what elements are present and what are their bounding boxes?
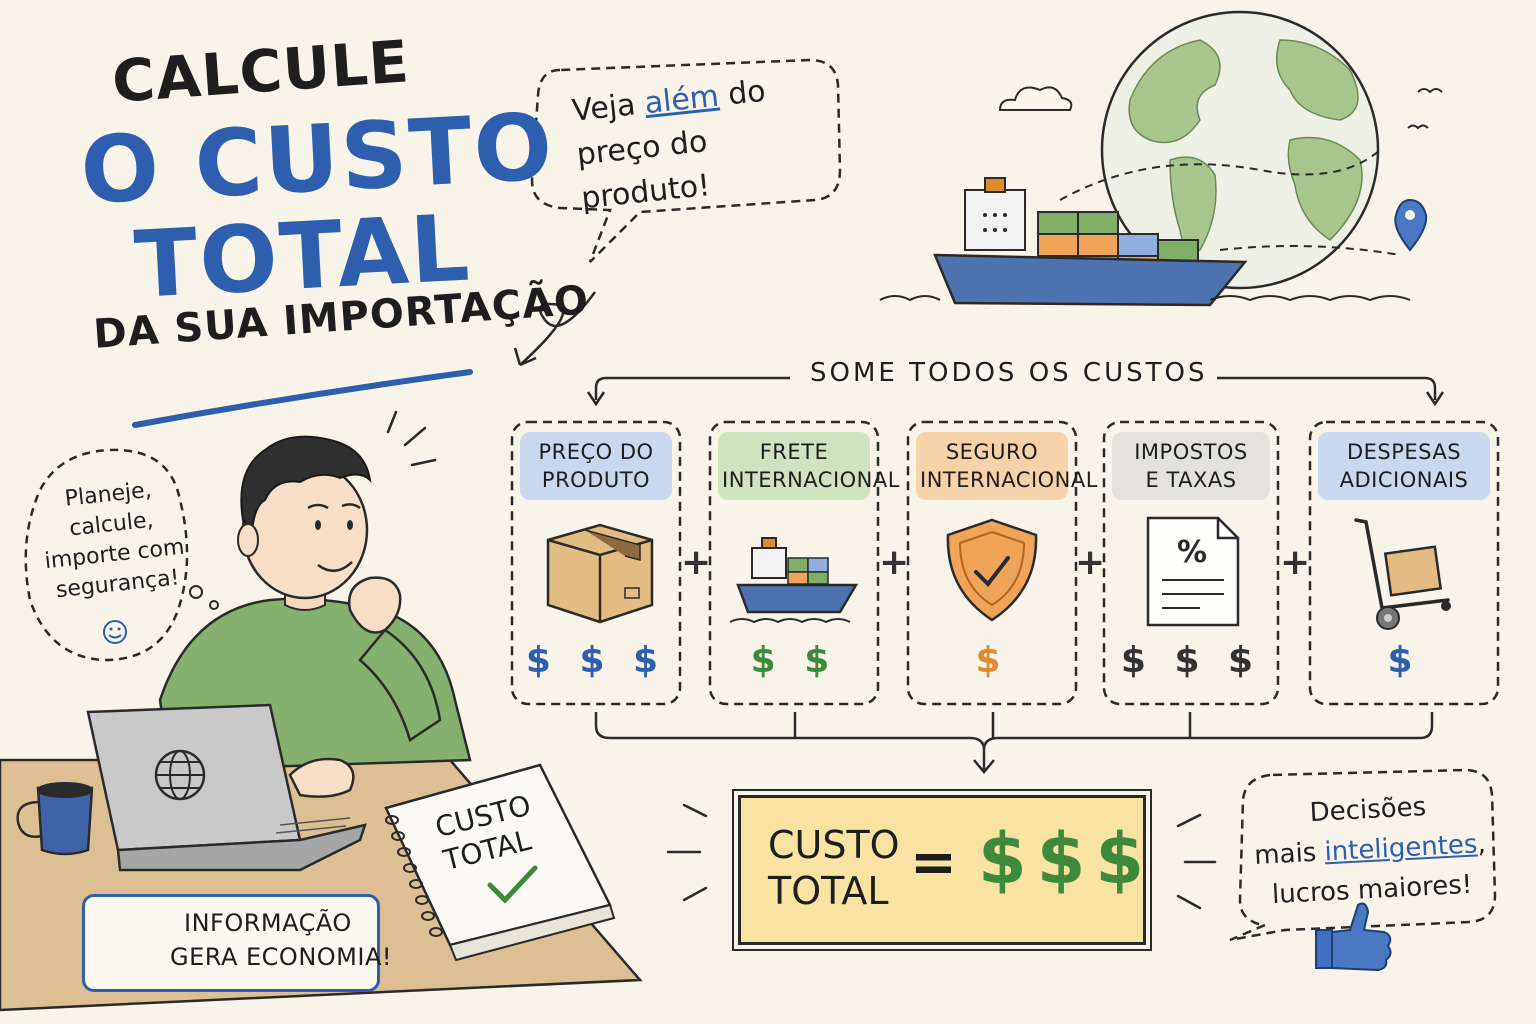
- mug-icon: [16, 782, 94, 856]
- result-label: CUSTO TOTAL: [768, 822, 900, 914]
- person-illustration: [158, 435, 472, 798]
- globe-logo-icon: [154, 749, 206, 801]
- info-line1: INFORMAÇÃO: [184, 909, 352, 937]
- globe-icon: [1059, 10, 1401, 290]
- smiley-icon: [103, 620, 127, 644]
- checkmark-icon: [487, 865, 538, 904]
- cost-card-money: $: [1387, 640, 1421, 681]
- svg-text:%: %: [1177, 535, 1207, 570]
- thought-bubble-left: [24, 448, 219, 662]
- cost-card-frame: [510, 420, 682, 706]
- result-money: $$$: [978, 818, 1155, 900]
- cargo-ship-illustration: [879, 177, 1411, 307]
- tax-document-icon: %: [1146, 516, 1240, 627]
- cost-card-money: $ $ $: [525, 640, 667, 681]
- plus-sign: +: [879, 542, 910, 583]
- cost-card-title-line1: SEGURO: [945, 440, 1039, 464]
- thumbs-up-icon: [1315, 902, 1392, 972]
- plus-sign: +: [681, 542, 712, 583]
- shield-check-icon: [946, 518, 1038, 622]
- info-line2: GERA ECONOMIA!: [170, 943, 392, 971]
- speech-right-line2-part1: mais: [1253, 837, 1326, 872]
- cost-card-title: IMPOSTOS E TAXAS: [1112, 432, 1270, 500]
- cost-card-frame: [1102, 420, 1280, 706]
- cost-card-money: $: [975, 640, 1009, 681]
- result-equals: =: [910, 830, 957, 895]
- speech-top-text: Veja além do preço do produto!: [570, 64, 832, 221]
- cost-card-title-line1: PREÇO DO: [538, 440, 654, 464]
- cost-card-money: $ $ $: [1120, 640, 1262, 681]
- bird-icon: [1417, 88, 1443, 94]
- cost-card-money: $ $: [750, 640, 838, 681]
- cost-card-title: FRETE INTERNACIONAL: [718, 432, 900, 500]
- speech-right-highlight: inteligentes: [1323, 829, 1479, 868]
- speech-bubble-right: [1229, 768, 1497, 942]
- info-box: [82, 894, 380, 992]
- plus-sign: +: [1280, 542, 1311, 583]
- cost-card-title-line2: PRODUTO: [541, 468, 651, 492]
- cost-card-title-line1: FRETE: [759, 440, 829, 464]
- box-icon: [546, 523, 654, 624]
- speech-top-highlight: além: [642, 78, 721, 122]
- flow-label: SOME TODOS OS CUSTOS: [800, 358, 1218, 388]
- notebook-illustration: [384, 763, 616, 962]
- cost-card-title: DESPESAS ADICIONAIS: [1318, 432, 1490, 500]
- speech-right-text: Decisões mais inteligentes, lucros maior…: [1247, 784, 1493, 916]
- cost-card-frame: [906, 420, 1078, 706]
- result-box: [738, 795, 1146, 945]
- title-underline: [132, 369, 473, 428]
- bird-icon: [1407, 124, 1429, 130]
- cost-card-title-line2: INTERNACIONAL: [920, 468, 1098, 492]
- result-label-line1: CUSTO: [768, 823, 900, 867]
- cost-card-title-line1: IMPOSTOS: [1134, 440, 1248, 464]
- cloud-icon: [998, 86, 1073, 111]
- speech-left-text: Planeje, calcule, importe com segurança!: [22, 471, 204, 608]
- cost-card-title: PREÇO DO PRODUTO: [520, 432, 672, 500]
- cost-card-frame: [708, 420, 880, 706]
- cost-card-title-line2: INTERNACIONAL: [722, 468, 900, 492]
- speech-right-line2-part2: ,: [1476, 828, 1487, 860]
- cost-card-title: SEGURO INTERNACIONAL: [916, 432, 1098, 500]
- result-label-line2: TOTAL: [768, 869, 889, 913]
- speech-top-part2: do: [716, 73, 768, 114]
- speech-top-part1: Veja: [570, 86, 647, 129]
- plus-sign: +: [1075, 542, 1106, 583]
- curly-arrow: [519, 291, 597, 366]
- info-text: INFORMAÇÃO GERA ECONOMIA!: [170, 906, 392, 974]
- result-box-frame: [732, 789, 1152, 951]
- laptop-illustration: [86, 703, 367, 872]
- idea-lines: [386, 410, 437, 467]
- cost-card-title-line1: DESPESAS: [1346, 440, 1462, 464]
- cargo-ship-icon: [729, 537, 859, 624]
- speech-bubble-top: [530, 58, 842, 263]
- cost-card-title-line2: ADICIONAIS: [1339, 468, 1469, 492]
- hand-truck-icon: [1354, 518, 1451, 630]
- cost-card-title-line2: E TAXAS: [1145, 468, 1237, 492]
- cost-card-frame: [1308, 420, 1500, 706]
- location-pin-icon: [1394, 198, 1428, 252]
